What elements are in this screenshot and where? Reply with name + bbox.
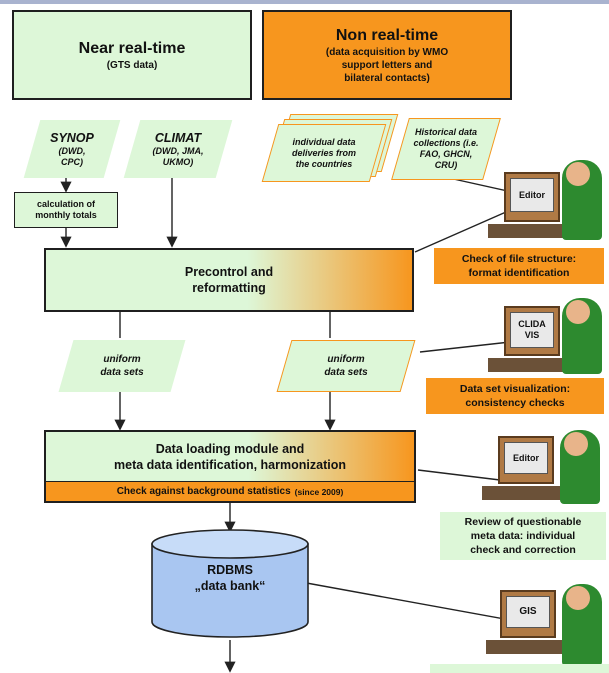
synop-title: SYNOP (50, 131, 94, 145)
caption-meta-review-1: Review of questionable (464, 516, 582, 528)
person-head-icon (566, 586, 590, 610)
caption-visualization-2: consistency checks (465, 397, 565, 409)
line-clida-to-uniform (419, 341, 511, 353)
climat-line2: UKMO) (162, 157, 194, 167)
editor-screen-1: Editor (510, 178, 554, 212)
non-real-time-line2: support letters and (341, 59, 433, 71)
monthly-totals-line1: calculation of (36, 199, 95, 209)
caption-file-structure-1: Check of file structure: (461, 253, 577, 265)
near-real-time-box: Near real-time (GTS data) (12, 10, 252, 100)
clida-screen-line2: VIS (524, 330, 540, 340)
monthly-totals-line2: monthly totals (35, 210, 97, 220)
clida-screen-line1: CLIDA (518, 319, 546, 329)
keyboard-icon (482, 486, 562, 500)
synop-line2: CPC) (61, 157, 83, 167)
individual-line2: deliveries from (291, 147, 357, 158)
rdbms-line1: RDBMS (207, 563, 253, 577)
caption-visualization-1: Data set visualization: (459, 383, 571, 395)
climat-title: CLIMAT (154, 131, 202, 145)
person-head-icon (566, 300, 590, 324)
synop-line1: (DWD, (58, 146, 86, 156)
non-real-time-line1: (data acquisition by WMO (325, 46, 449, 58)
workstation-gis: GIS (480, 580, 609, 670)
workstation-editor-1: Editor (480, 160, 609, 250)
loading-line1: Data loading module and (155, 441, 305, 456)
individual-deliveries: individual data deliveries from the coun… (261, 124, 387, 182)
editor-screen-2: Editor (504, 442, 548, 474)
top-border (0, 0, 609, 4)
precontrol-box: Precontrol and reformatting (44, 248, 414, 312)
uniform-left-line2: data sets (100, 367, 144, 378)
gis-caption-strip (430, 664, 609, 673)
workstation-editor-2: Editor (474, 430, 609, 506)
clida-screen: CLIDA VIS (510, 312, 554, 348)
database-icon (151, 529, 309, 638)
climat-source: CLIMAT (DWD, JMA, UKMO) (123, 120, 233, 178)
historical-collections: Historical data collections (i.e. FAO, G… (391, 118, 501, 180)
non-real-time-title: Non real-time (335, 26, 439, 44)
keyboard-icon (488, 358, 568, 372)
historical-line4: CRU) (434, 160, 458, 170)
background-check-text: Check against background statistics (116, 486, 291, 497)
uniform-left-line1: uniform (103, 354, 141, 365)
uniform-right-line1: uniform (327, 354, 365, 365)
non-real-time-line3: bilateral contacts) (344, 72, 430, 84)
keyboard-icon (486, 640, 566, 654)
person-head-icon (566, 162, 590, 186)
individual-line1: individual data (292, 136, 356, 147)
background-check-box: Check against background statistics (sin… (44, 481, 416, 503)
non-real-time-box: Non real-time (data acquisition by WMO s… (262, 10, 512, 100)
caption-file-structure-2: format identification (468, 267, 570, 279)
caption-meta-review-2: meta data: individual (470, 530, 576, 542)
historical-line3: FAO, GHCN, (419, 149, 473, 159)
near-real-time-title: Near real-time (78, 39, 186, 57)
loading-line2: meta data identification, harmonization (114, 457, 346, 472)
uniform-data-right: uniform data sets (276, 340, 416, 392)
line-editor1-to-precontrol (414, 211, 507, 253)
workstation-clida-vis: CLIDA VIS (480, 298, 609, 378)
caption-meta-review: Review of questionable meta data: indivi… (440, 512, 606, 560)
background-check-since: (since 2009) (294, 486, 344, 497)
near-real-time-subtitle: (GTS data) (106, 59, 158, 71)
rdbms-line2: „data bank“ (194, 579, 266, 593)
climat-line1: (DWD, JMA, (152, 146, 204, 156)
precontrol-line1: Precontrol and (184, 265, 274, 279)
caption-visualization: Data set visualization: consistency chec… (426, 378, 604, 414)
rdbms-cylinder: RDBMS „data bank“ (150, 528, 310, 640)
individual-line3: the countries (295, 158, 353, 169)
synop-source: SYNOP (DWD, CPC) (23, 120, 121, 178)
uniform-right-line2: data sets (324, 367, 368, 378)
precontrol-line2: reformatting (192, 281, 266, 295)
historical-line1: Historical data (414, 127, 478, 137)
keyboard-icon (488, 224, 568, 238)
caption-meta-review-3: check and correction (470, 544, 576, 556)
line-gis-to-rdbms (289, 579, 511, 621)
monthly-totals-box: calculation of monthly totals (14, 192, 118, 228)
line-editor2-to-loading (417, 469, 501, 481)
gis-screen: GIS (506, 596, 550, 628)
uniform-data-left: uniform data sets (58, 340, 186, 392)
person-head-icon (564, 432, 588, 456)
data-loading-box: Data loading module and meta data identi… (44, 430, 416, 482)
caption-file-structure: Check of file structure: format identifi… (434, 248, 604, 284)
historical-line2: collections (i.e. (413, 138, 479, 148)
